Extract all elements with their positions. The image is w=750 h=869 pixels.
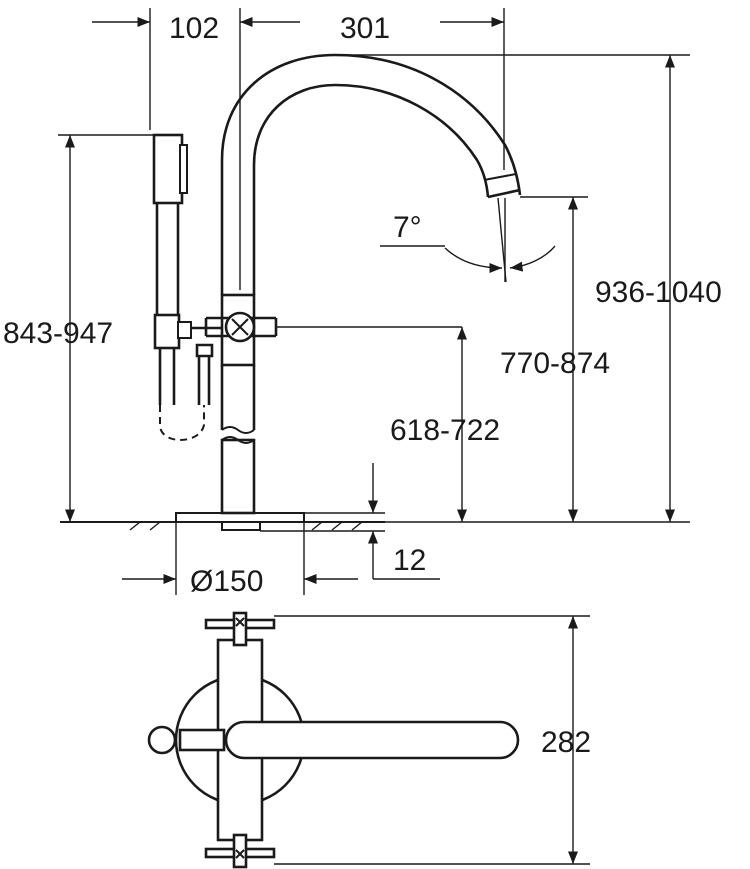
- dim-handshower-height: 843-947: [3, 317, 113, 350]
- base-diameter-dimension: Ø150: [122, 522, 358, 598]
- base-plate: [175, 512, 305, 523]
- spout-outer: [220, 53, 522, 295]
- floor-hatching: [129, 521, 363, 531]
- top-dimensions: 102 301: [92, 8, 505, 290]
- dim-outlet-height: 770-874: [500, 347, 610, 380]
- lower-column: [220, 438, 256, 515]
- dim-total-height: 936-1040: [595, 276, 722, 309]
- top-view: 282: [147, 611, 591, 869]
- top-view-handle-bottom: [204, 833, 276, 869]
- hose-loop: [159, 405, 205, 441]
- spout-inner: [252, 83, 490, 295]
- column-break-lower: [221, 436, 255, 444]
- dim-top-view-depth: 282: [541, 726, 591, 759]
- top-view-handle-top: [204, 611, 276, 647]
- column-break-upper: [221, 426, 255, 434]
- dim-plate-thickness: 12: [393, 544, 426, 577]
- dim-spout-angle: 7°: [393, 211, 422, 244]
- spout-outlet: [487, 188, 521, 199]
- base-flange: [221, 521, 261, 531]
- height-dimensions: 936-1040 843-947 770-874 618-722 12: [3, 54, 722, 580]
- top-view-spout: [224, 720, 520, 760]
- dim-base-diameter: Ø150: [190, 565, 263, 598]
- dim-handle-height: 618-722: [390, 414, 500, 447]
- hand-shower: [152, 133, 222, 441]
- top-view-handshower: [147, 725, 177, 755]
- dim-handshower-offset: 102: [169, 12, 219, 45]
- angle-dimension: 7°: [380, 197, 556, 283]
- cross-handle-side: [204, 311, 278, 343]
- side-view: [60, 53, 522, 531]
- dim-spout-reach: 301: [340, 12, 390, 45]
